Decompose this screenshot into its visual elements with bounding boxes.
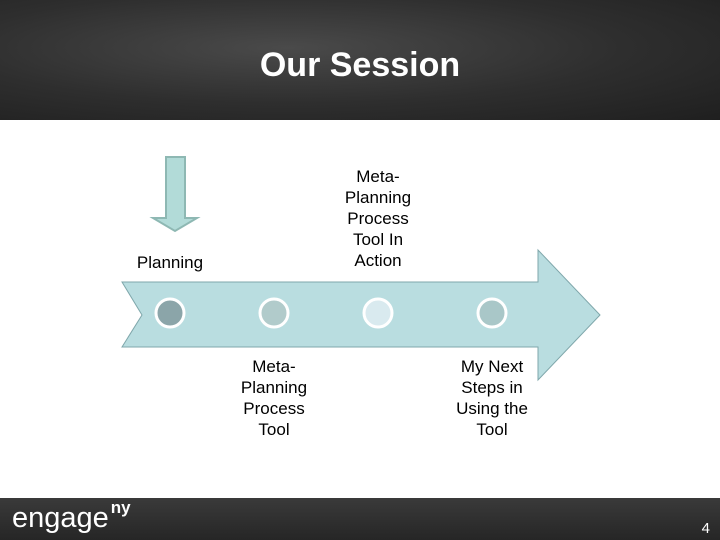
step-label-meta-planning-process-tool: Meta- Planning Process Tool <box>240 357 308 439</box>
step-label-tool-in-action: Meta- Planning Process Tool In Action <box>344 167 412 270</box>
step-dot-planning <box>154 297 186 329</box>
timeline-arrow <box>121 248 601 382</box>
page-number: 4 <box>701 520 710 537</box>
slide-title: Our Session <box>259 46 461 84</box>
current-step-down-arrow <box>149 156 201 233</box>
footer-band <box>0 498 720 540</box>
logo-superscript: ny <box>110 498 131 517</box>
step-label-planning: Planning <box>136 253 204 272</box>
step-dot-meta-planning-process-tool <box>258 297 290 329</box>
step-dot-next-steps <box>476 297 508 329</box>
step-dot-tool-in-action <box>362 297 394 329</box>
header-band <box>0 0 720 120</box>
step-label-next-steps: My Next Steps in Using the Tool <box>456 357 528 439</box>
logo-text: engage <box>12 502 109 534</box>
